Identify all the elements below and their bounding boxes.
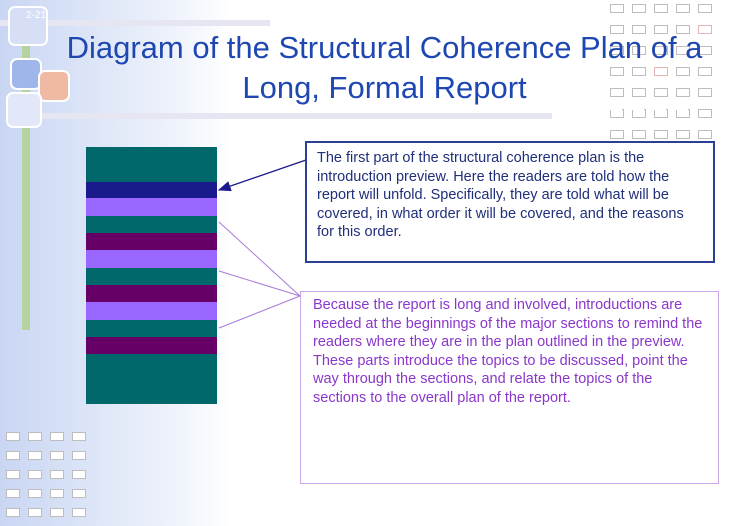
grid-cell	[698, 109, 712, 118]
diagram-segment-introduction-preview	[86, 182, 217, 198]
grid-cell	[610, 88, 624, 97]
grid-cell	[610, 46, 624, 55]
grid-cell	[698, 25, 712, 34]
intro-connector-2	[218, 270, 301, 297]
grid-cell	[698, 46, 712, 55]
diagram-segment-section-introduction	[86, 302, 217, 320]
grid-cell	[654, 130, 668, 139]
preview-callout-box: The first part of the structural coheren…	[305, 141, 715, 263]
grid-cell	[676, 4, 690, 13]
grid-cell	[28, 432, 42, 441]
grid-cell	[72, 508, 86, 517]
grid-cell	[676, 67, 690, 76]
preview-arrow	[217, 159, 307, 192]
diagram-segment-section-end	[86, 337, 217, 354]
grid-cell	[50, 470, 64, 479]
grid-cell	[50, 432, 64, 441]
grid-cell	[476, 101, 490, 110]
decor-square-4	[6, 92, 42, 128]
grid-cell	[72, 470, 86, 479]
grid-cell	[72, 451, 86, 460]
grid-cell	[322, 101, 336, 110]
grid-cell	[632, 130, 646, 139]
grid-cell	[654, 4, 668, 13]
diagram-segment-section-body	[86, 320, 217, 337]
grid-cell	[50, 508, 64, 517]
page-number: 2-21	[26, 10, 47, 21]
grid-cell	[632, 4, 646, 13]
grid-cell	[50, 451, 64, 460]
grid-cell	[432, 101, 446, 110]
diagram-segment-report-ending	[86, 354, 217, 404]
grid-cell	[674, 101, 688, 110]
grid-cell	[632, 46, 646, 55]
intro-connector-1	[218, 221, 301, 297]
grid-cell	[654, 46, 668, 55]
decor-line-top	[0, 20, 270, 26]
diagram-segment-report-opening	[86, 147, 217, 182]
grid-cell	[28, 508, 42, 517]
grid-cell	[28, 451, 42, 460]
grid-cell	[654, 67, 668, 76]
grid-cell	[366, 101, 380, 110]
grid-cell	[28, 489, 42, 498]
grid-cell	[698, 88, 712, 97]
report-structure-diagram	[86, 147, 217, 404]
grid-cell	[520, 101, 534, 110]
diagram-segment-section-introduction	[86, 198, 217, 216]
grid-cell	[610, 130, 624, 139]
grid-cell	[72, 489, 86, 498]
grid-cell	[300, 101, 314, 110]
grid-cell	[6, 451, 20, 460]
grid-cell	[28, 470, 42, 479]
diagram-segment-section-introduction	[86, 250, 217, 268]
grid-cell	[652, 101, 666, 110]
diagram-segment-section-end	[86, 233, 217, 250]
grid-cell	[388, 101, 402, 110]
green-vertical-bar	[22, 20, 30, 330]
grid-cell	[698, 130, 712, 139]
grid-cell	[698, 4, 712, 13]
intro-connector-3	[218, 295, 301, 329]
grid-cell	[564, 101, 578, 110]
decor-square-1	[8, 6, 48, 46]
grid-cell	[50, 489, 64, 498]
grid-cell	[654, 88, 668, 97]
decor-line-under-title	[40, 113, 552, 119]
grid-cell	[676, 88, 690, 97]
grid-cell	[410, 101, 424, 110]
grid-cell	[6, 470, 20, 479]
grid-cell	[344, 101, 358, 110]
grid-cell	[676, 130, 690, 139]
grid-cell	[676, 46, 690, 55]
grid-cell	[632, 25, 646, 34]
grid-cell	[542, 101, 556, 110]
grid-cell	[72, 432, 86, 441]
grid-cell	[698, 67, 712, 76]
section-intros-callout-box: Because the report is long and involved,…	[300, 291, 719, 484]
grid-cell	[6, 508, 20, 517]
grid-cell	[6, 432, 20, 441]
grid-cell	[6, 489, 20, 498]
diagram-segment-section-body	[86, 216, 217, 233]
decor-square-3	[38, 70, 70, 102]
grid-cell	[610, 4, 624, 13]
section-intros-callout-text: Because the report is long and involved,…	[313, 297, 703, 406]
grid-cell	[610, 67, 624, 76]
grid-cell	[498, 101, 512, 110]
grid-cell	[632, 88, 646, 97]
grid-cell	[586, 101, 600, 110]
grid-cell	[454, 101, 468, 110]
grid-cell	[676, 25, 690, 34]
grid-cell	[654, 25, 668, 34]
grid-cell	[632, 67, 646, 76]
diagram-segment-section-body	[86, 268, 217, 285]
preview-callout-text: The first part of the structural coheren…	[317, 150, 684, 240]
diagram-segment-section-end	[86, 285, 217, 302]
grid-cell	[610, 25, 624, 34]
slide-title: Diagram of the Structural Coherence Plan…	[66, 30, 703, 105]
grid-cell	[608, 101, 622, 110]
grid-cell	[630, 101, 644, 110]
